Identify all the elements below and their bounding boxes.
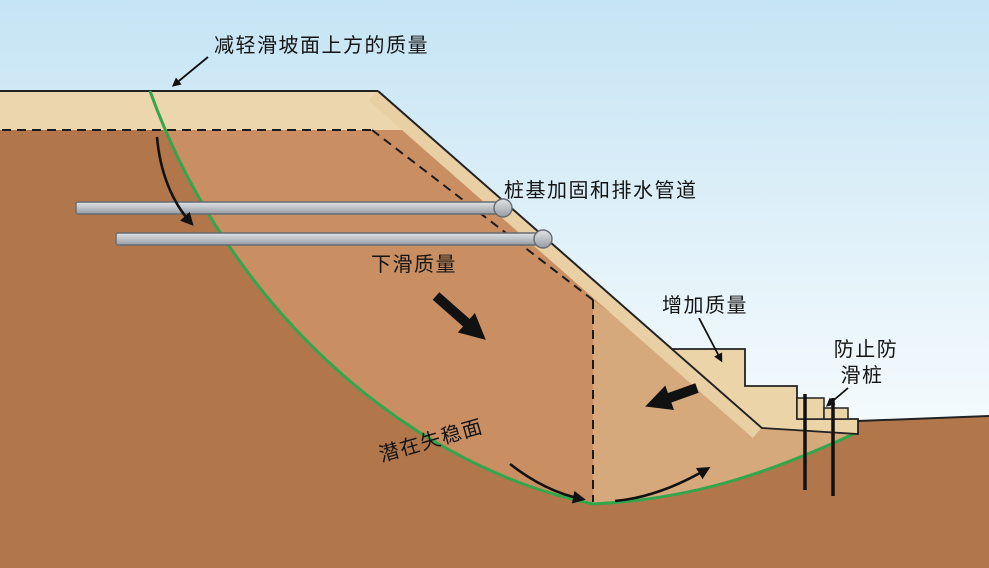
pile-cap-step-right [823, 407, 849, 420]
label-anti-slide-piles-line1: 防止防 [834, 337, 899, 361]
slope-face-band [368, 91, 762, 438]
reduce-mass-pointer-arrow [171, 56, 209, 87]
face-parallel-dashed-line [371, 129, 594, 301]
drainage-pipe-upper [75, 198, 513, 218]
label-sliding-mass: 下滑质量 [371, 252, 457, 276]
toe-thrust-arrow [645, 383, 699, 410]
pipe-cap [493, 198, 513, 218]
slide-direction-arrow-bottom-right [614, 467, 711, 503]
slide-direction-arrow-bottom-left [509, 462, 586, 504]
pipe-body [115, 232, 541, 246]
label-add-mass: 增加质量 [662, 293, 748, 317]
pipe-cap [533, 229, 553, 249]
add-mass-pointer-arrow [698, 317, 723, 363]
pile-cap-step-left [796, 397, 825, 420]
slide-direction-arrow-top [155, 136, 194, 226]
pipe-body [75, 201, 501, 215]
sliding-mass-arrow [432, 292, 486, 340]
label-piles-drainage: 桩基加固和排水管道 [504, 178, 698, 202]
label-reduce-mass: 减轻滑坡面上方的质量 [214, 33, 429, 57]
drainage-pipe-lower [115, 229, 553, 249]
label-anti-slide-piles-line2: 滑桩 [841, 363, 884, 387]
anti-slide-pointer-arrow [825, 387, 849, 407]
crest-removal-band [0, 91, 424, 130]
